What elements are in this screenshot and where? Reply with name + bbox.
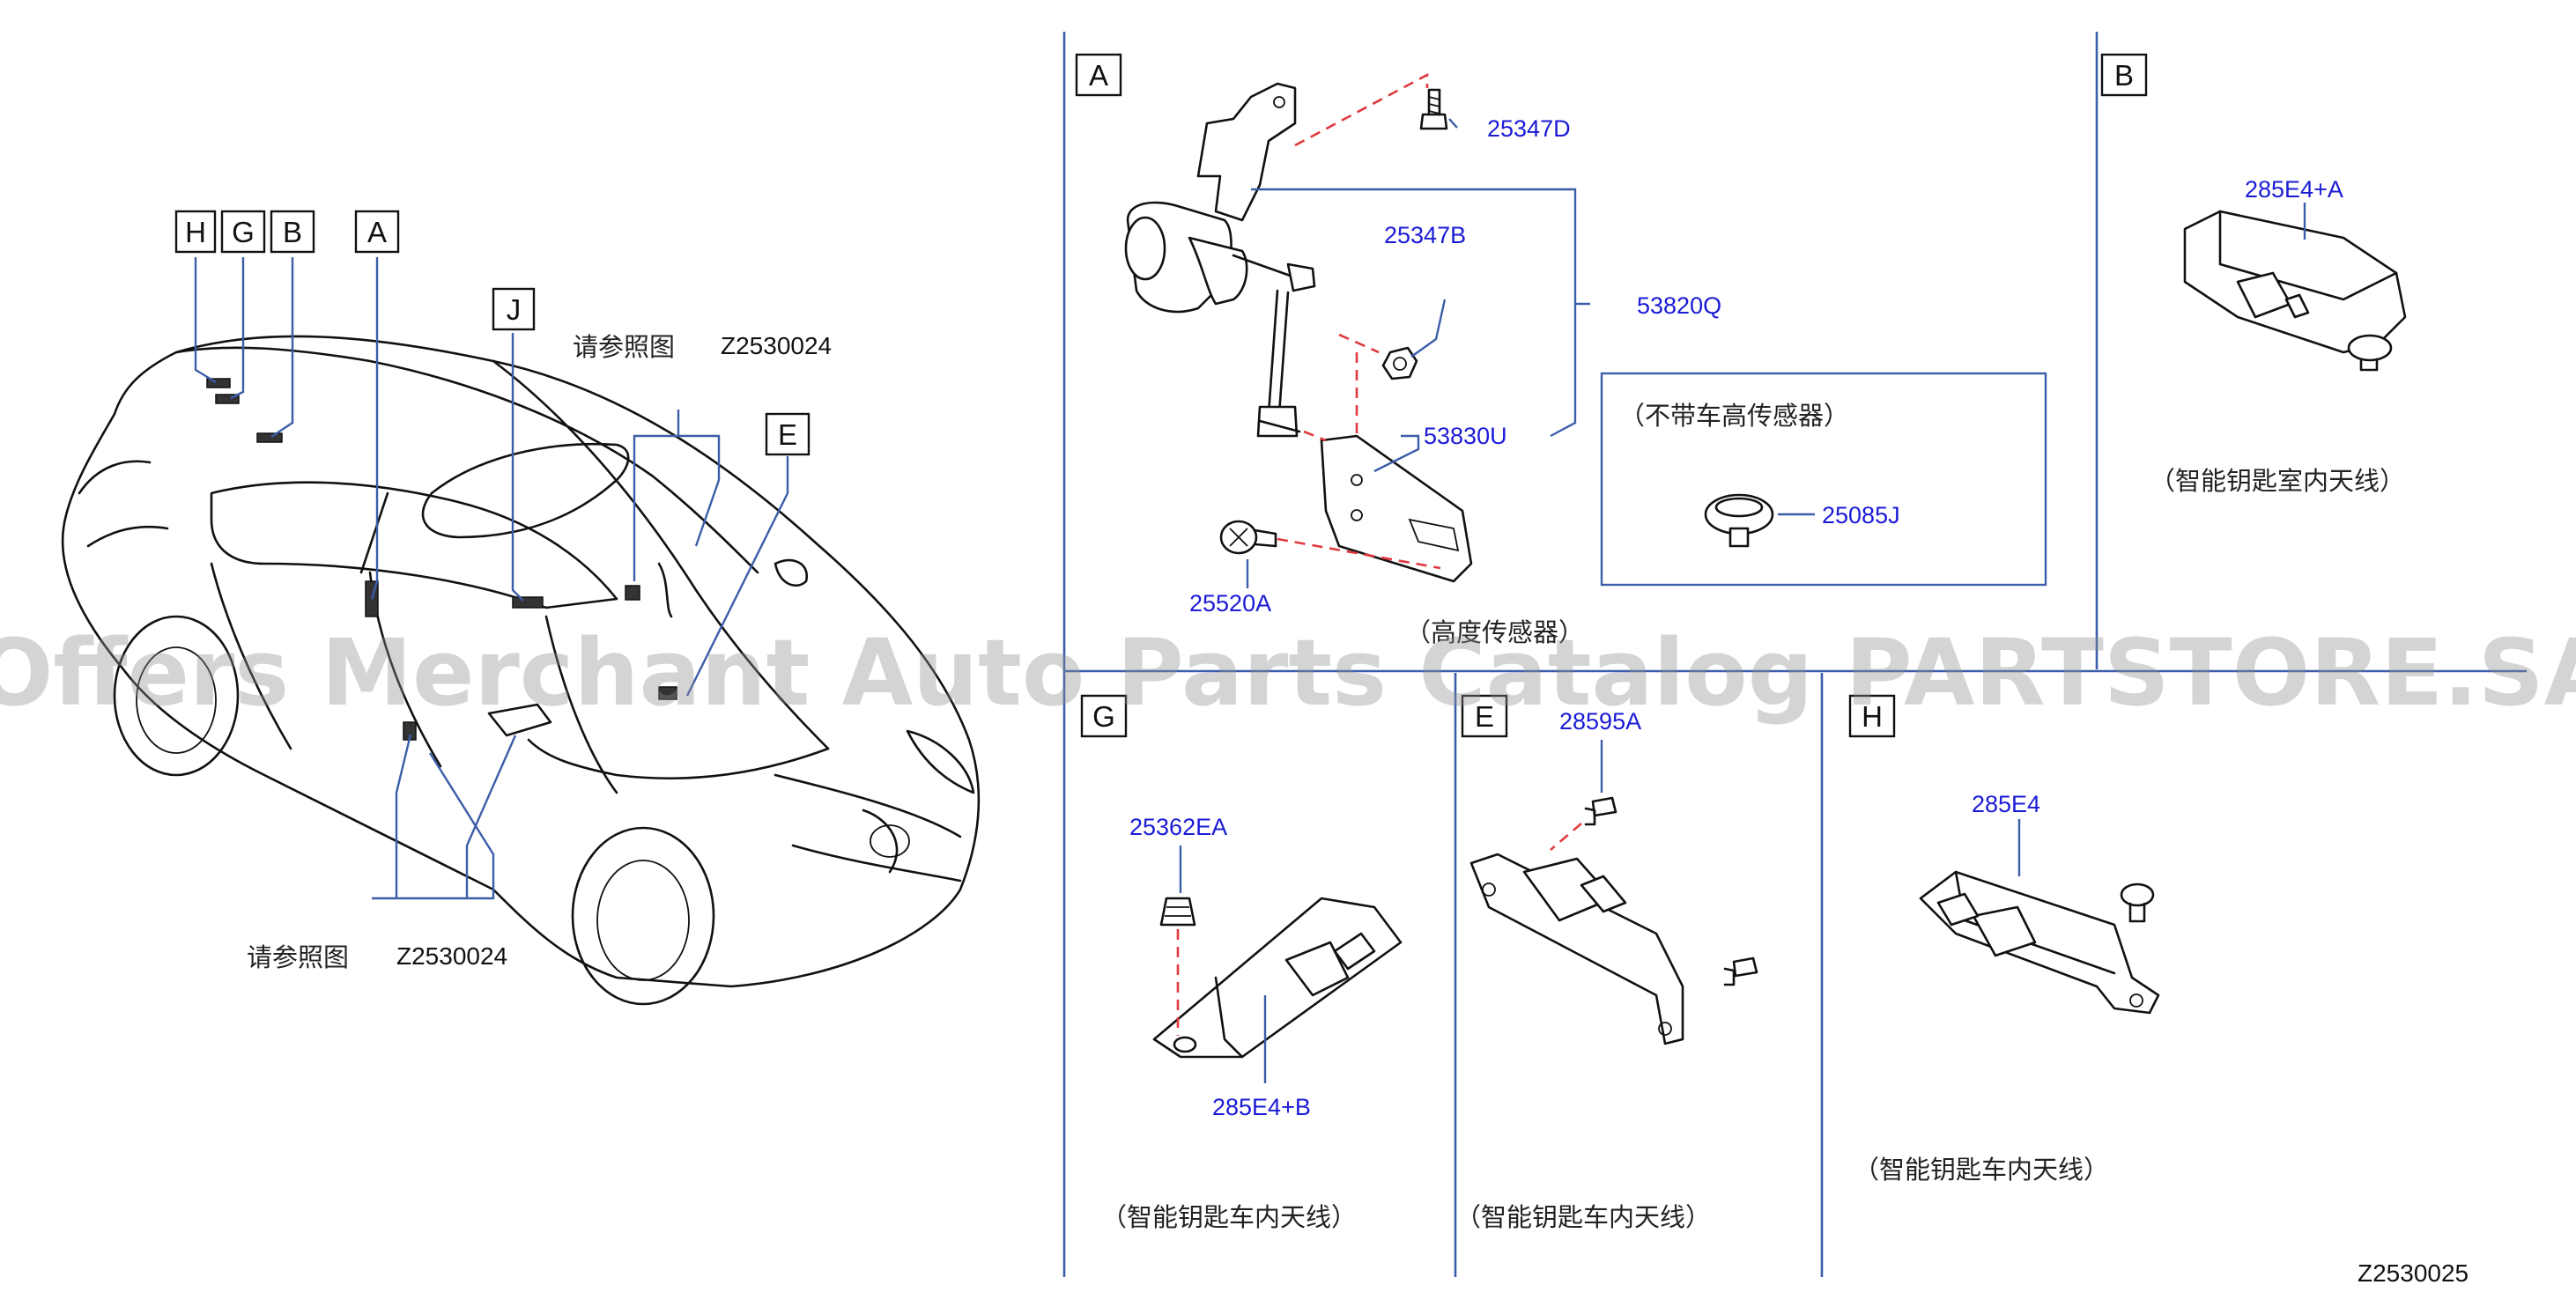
bolt-25347d — [1419, 88, 1448, 130]
front-wheel — [571, 826, 715, 1006]
svg-text:B: B — [283, 216, 302, 248]
car-side-windows — [210, 481, 618, 609]
panel-h-caption: （智能钥匙车内天线） — [1854, 1155, 2109, 1185]
car-windshield — [492, 359, 830, 750]
nut-25347b — [1381, 346, 1418, 380]
part-53820q: 53820Q — [1637, 292, 1721, 319]
part-285e4a: 285E4+A — [2245, 176, 2343, 203]
antenna-285e4b — [1152, 897, 1403, 1059]
car-roof — [174, 346, 759, 574]
svg-text:J: J — [507, 293, 522, 326]
panel-a-caption: （高度传感器） — [1405, 617, 1584, 647]
svg-text:E: E — [778, 418, 797, 451]
part-25085j: 25085J — [1822, 502, 1900, 528]
callout-g: G — [220, 210, 266, 254]
car-front-grille — [774, 773, 962, 882]
callout-b: B — [270, 210, 315, 254]
part-53830u: 53830U — [1424, 423, 1507, 449]
panel-g-letter: G — [1092, 700, 1115, 733]
panel-separators — [1062, 32, 2527, 1277]
rear-wheel — [113, 615, 240, 777]
inset-without-height-sensor: （不带车高传感器） 25085J — [1600, 372, 2047, 587]
sensor-bracket — [1196, 82, 1297, 222]
svg-text:G: G — [232, 216, 255, 248]
panel-b-caption: （智能钥匙室内天线） — [2150, 466, 2405, 496]
callout-h: H — [174, 210, 217, 254]
part-25362ea: 25362EA — [1129, 814, 1227, 840]
inset-caption: （不带车高传感器） — [1619, 401, 1849, 431]
part-28595a: 28595A — [1559, 708, 1641, 735]
lower-bracket — [1320, 434, 1473, 583]
screw-bottom — [1723, 956, 1758, 986]
svg-text:A: A — [367, 216, 387, 248]
panel-g: G 25362EA 285E4+B （智能钥匙车内天线） — [1080, 694, 1403, 1232]
car-sunroof — [421, 442, 630, 539]
linkage-arm — [1232, 254, 1297, 279]
bolt-25520a — [1219, 520, 1277, 555]
panel-e-letter: E — [1475, 700, 1494, 733]
part-25347b: 25347B — [1384, 222, 1466, 248]
callout-leaders — [194, 257, 789, 900]
panel-a: A — [1075, 53, 2047, 647]
watermark: Offers Merchant Auto Parts Catalog PARTS… — [0, 619, 2576, 727]
callout-e: E — [765, 412, 811, 456]
callout-a: A — [354, 210, 400, 254]
panel-a-letter: A — [1089, 59, 1108, 92]
drawing-code: Z2530025 — [2358, 1259, 2469, 1287]
part-285e4: 285E4 — [1972, 791, 2040, 817]
screw-top — [1584, 796, 1617, 826]
part-25520a: 25520A — [1189, 590, 1271, 617]
callout-j: J — [492, 287, 536, 331]
car-overview: H G B A J E 请参照图 Z2530024 请参照图 Z2530024 — [61, 210, 981, 1006]
see-ref-code-top: Z2530024 — [721, 332, 832, 359]
clip-25362ea — [1159, 897, 1196, 927]
svg-text:H: H — [185, 216, 206, 248]
antenna-285e4a — [2183, 210, 2407, 354]
part-285e4b: 285E4+B — [1212, 1094, 1311, 1120]
panel-b: B 285E4+A （智能钥匙室内天线） — [2100, 53, 2407, 496]
part-25347d: 25347D — [1487, 115, 1571, 142]
panel-h: H 285E4 （智能钥匙车内天线） — [1848, 694, 2160, 1185]
see-ref-code-bottom: Z2530024 — [396, 942, 507, 970]
panel-e: E 28595A （智能钥匙车内天线） — [1455, 694, 1758, 1232]
push-clip — [2120, 882, 2155, 923]
panel-g-caption: （智能钥匙车内天线） — [1101, 1202, 1357, 1232]
antenna-285e4 — [1919, 870, 2160, 1015]
panel-e-caption: （智能钥匙车内天线） — [1455, 1202, 1711, 1232]
panel-b-letter: B — [2114, 59, 2134, 92]
panel-h-letter: H — [1862, 700, 1883, 733]
see-ref-label-bottom: 请参照图 — [247, 942, 349, 972]
see-ref-label-top: 请参照图 — [573, 332, 675, 362]
